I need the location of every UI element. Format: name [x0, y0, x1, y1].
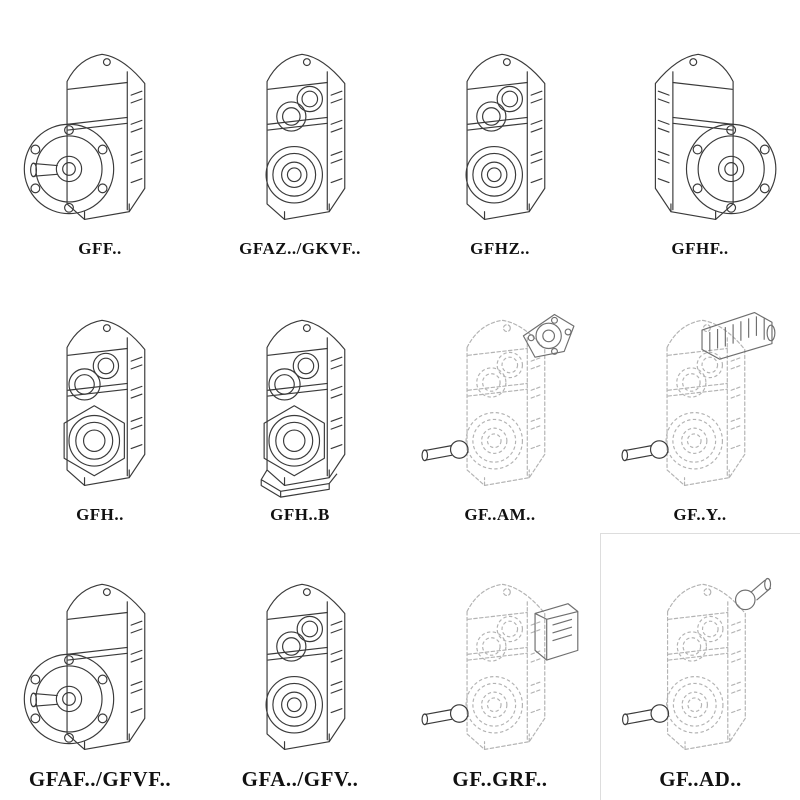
catalog-item-gf-am: GF..AM..: [400, 267, 600, 534]
model-label: GFHF..: [671, 238, 729, 258]
catalog-item-gfa-gfv: GFA../GFV..: [200, 533, 400, 800]
catalog-item-gff: GFF..: [0, 0, 200, 267]
gearbox-iec-adapter-flange-drawing-icon: [421, 314, 575, 487]
catalog-item-gf-y: GF..Y..: [600, 267, 800, 534]
gearbox-input-shaft-adapter-drawing-icon: [621, 577, 772, 751]
model-label: GFF..: [78, 238, 122, 258]
catalog-item-gfh-b: GFH..B: [200, 267, 400, 534]
catalog-item-gfaz-gkvf: GFAZ../GKVF..: [200, 0, 400, 267]
gearbox-flange-shaft-drawing-icon: [23, 53, 146, 220]
catalog-item-gfh: GFH..: [0, 267, 200, 534]
model-label: GFAF../GFVF..: [28, 766, 172, 791]
gearbox-shrink-disc-base-drawing-icon: [260, 320, 346, 499]
gearbox-with-motor-drawing-icon: [621, 312, 776, 487]
gearbox-flange-shaft-drawing-icon: [23, 583, 146, 751]
gearbox-hollow-bore-drawing-icon: [265, 53, 346, 220]
model-label: GF..GRF..: [452, 766, 548, 791]
gearbox-shrink-disc-drawing-icon: [63, 320, 146, 487]
catalog-item-gfaf-gfvf: GFAF../GFVF..: [0, 533, 200, 800]
model-label: GFH..B: [270, 505, 330, 525]
catalog-item-gf-ad: GF..AD..: [600, 533, 800, 800]
gearbox-hollow-bore-drawing-icon: [265, 583, 346, 751]
model-label: GFH..: [76, 505, 124, 525]
model-label: GFAZ../GKVF..: [239, 238, 361, 258]
catalog-item-gfhf: GFHF..: [600, 0, 800, 267]
gearbox-flange-mount-drawing-icon: [654, 53, 777, 220]
model-label: GF..AD..: [659, 766, 742, 791]
catalog-item-gfhz: GFHZ..: [400, 0, 600, 267]
model-label: GFA../GFV..: [241, 766, 359, 791]
gearbox-input-box-drawing-icon: [421, 583, 579, 751]
catalog-item-gf-grf: GF..GRF..: [400, 533, 600, 800]
model-label: GFHZ..: [470, 238, 530, 258]
gearbox-hollow-bore-drawing-icon: [465, 53, 546, 220]
model-label: GF..AM..: [464, 505, 536, 525]
model-label: GF..Y..: [673, 505, 727, 525]
